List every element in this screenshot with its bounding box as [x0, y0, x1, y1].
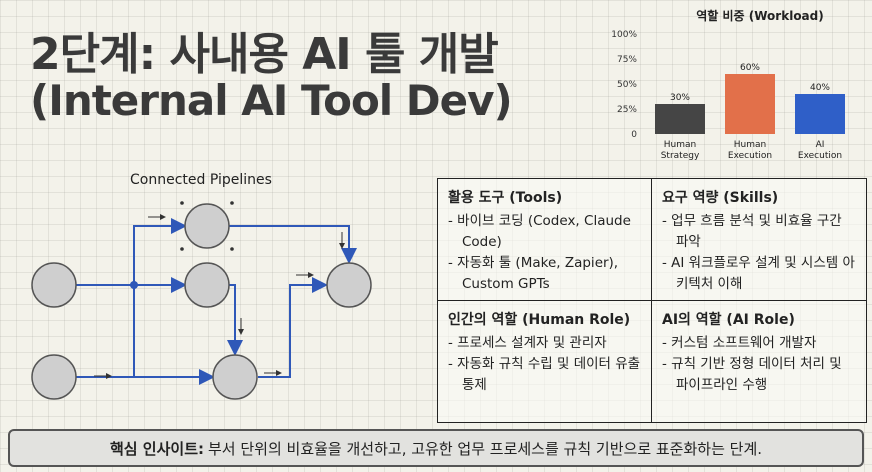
y-tick-label: 75%: [617, 55, 637, 65]
list-item: 규칙 기반 정형 데이터 처리 및 파이프라인 수행: [662, 354, 858, 396]
pipeline-junction: [130, 281, 138, 289]
selection-handle: [180, 247, 184, 251]
bar-value-label: 60%: [740, 63, 760, 73]
pipeline-edge: [54, 218, 187, 378]
pipeline-diagram: [31, 201, 372, 400]
y-tick-label: 0: [631, 130, 637, 140]
pipeline-edge: [258, 277, 328, 378]
chart-title: 역할 비중 (Workload): [696, 8, 823, 23]
pipeline-node: [184, 262, 230, 308]
insight-label: 핵심 인사이트:: [109, 439, 204, 458]
list-item: 업무 흐름 분석 및 비효율 구간 파악: [662, 211, 858, 253]
x-tick-label: Strategy: [661, 151, 700, 161]
selection-handle: [180, 201, 184, 205]
x-tick-label: Human: [734, 140, 766, 150]
role-matrix: 활용 도구 (Tools) 바이브 코딩 (Codex, Claude Code…: [437, 178, 867, 423]
card-heading: AI의 역할 (AI Role): [662, 311, 795, 328]
x-tick-label: Execution: [798, 151, 842, 161]
x-tick-label: Execution: [728, 151, 772, 161]
workload-bar-chart: 역할 비중 (Workload)025%50%75%100%30%HumanSt…: [611, 8, 845, 161]
y-tick-label: 25%: [617, 105, 637, 115]
bar-value-label: 40%: [810, 83, 830, 93]
card-skills: 요구 역량 (Skills) 업무 흐름 분석 및 비효율 구간 파악 AI 워…: [652, 179, 866, 301]
card-human-role: 인간의 역할 (Human Role) 프로세스 설계자 및 관리자 자동화 규…: [438, 300, 652, 422]
list-item: 바이브 코딩 (Codex, Claude Code): [448, 211, 643, 253]
card-heading: 활용 도구 (Tools): [448, 190, 563, 206]
pipeline-edge: [229, 225, 357, 264]
pipeline-node: [31, 262, 77, 308]
y-tick-label: 100%: [611, 30, 637, 40]
list-item: AI 워크플로우 설계 및 시스템 아키텍처 이해: [662, 253, 858, 295]
pipeline-node: [212, 354, 258, 400]
pipeline-node: [31, 354, 77, 400]
pipeline-edge: [133, 285, 215, 385]
pipeline-title: Connected Pipelines: [130, 172, 272, 188]
selection-handle: [230, 201, 234, 205]
list-item: 자동화 툴 (Make, Zapier), Custom GPTs: [448, 253, 643, 295]
page-title: 2단계: 사내용 AI 툴 개발: [30, 29, 499, 80]
list-item: 프로세스 설계자 및 관리자: [448, 333, 643, 354]
x-tick-label: Human: [664, 140, 696, 150]
x-tick-label: AI: [816, 140, 825, 150]
pipeline-edge: [227, 284, 243, 356]
card-tools: 활용 도구 (Tools) 바이브 코딩 (Codex, Claude Code…: [438, 179, 652, 301]
bar: [795, 94, 845, 134]
list-item: 커스텀 소프트웨어 개발자: [662, 333, 858, 354]
card-heading: 요구 역량 (Skills): [662, 190, 779, 206]
insight-text: 부서 단위의 비효율을 개선하고, 고유한 업무 프로세스를 규칙 기반으로 표…: [208, 439, 763, 458]
card-ai-role: AI의 역할 (AI Role) 커스텀 소프트웨어 개발자 규칙 기반 정형 …: [652, 301, 866, 423]
list-item: 자동화 규칙 수립 및 데이터 유출 통제: [448, 354, 643, 396]
card-heading: 인간의 역할 (Human Role): [448, 311, 631, 328]
bar: [655, 104, 705, 134]
insight-banner: 핵심 인사이트: 부서 단위의 비효율을 개선하고, 고유한 업무 프로세스를 …: [8, 429, 864, 467]
bar: [725, 74, 775, 134]
y-tick-label: 50%: [617, 80, 637, 90]
pipeline-node: [184, 203, 230, 249]
pipeline-node: [326, 262, 372, 308]
selection-handle: [230, 247, 234, 251]
bar-value-label: 30%: [670, 93, 690, 103]
page-subtitle: (Internal AI Tool Dev): [30, 76, 513, 125]
